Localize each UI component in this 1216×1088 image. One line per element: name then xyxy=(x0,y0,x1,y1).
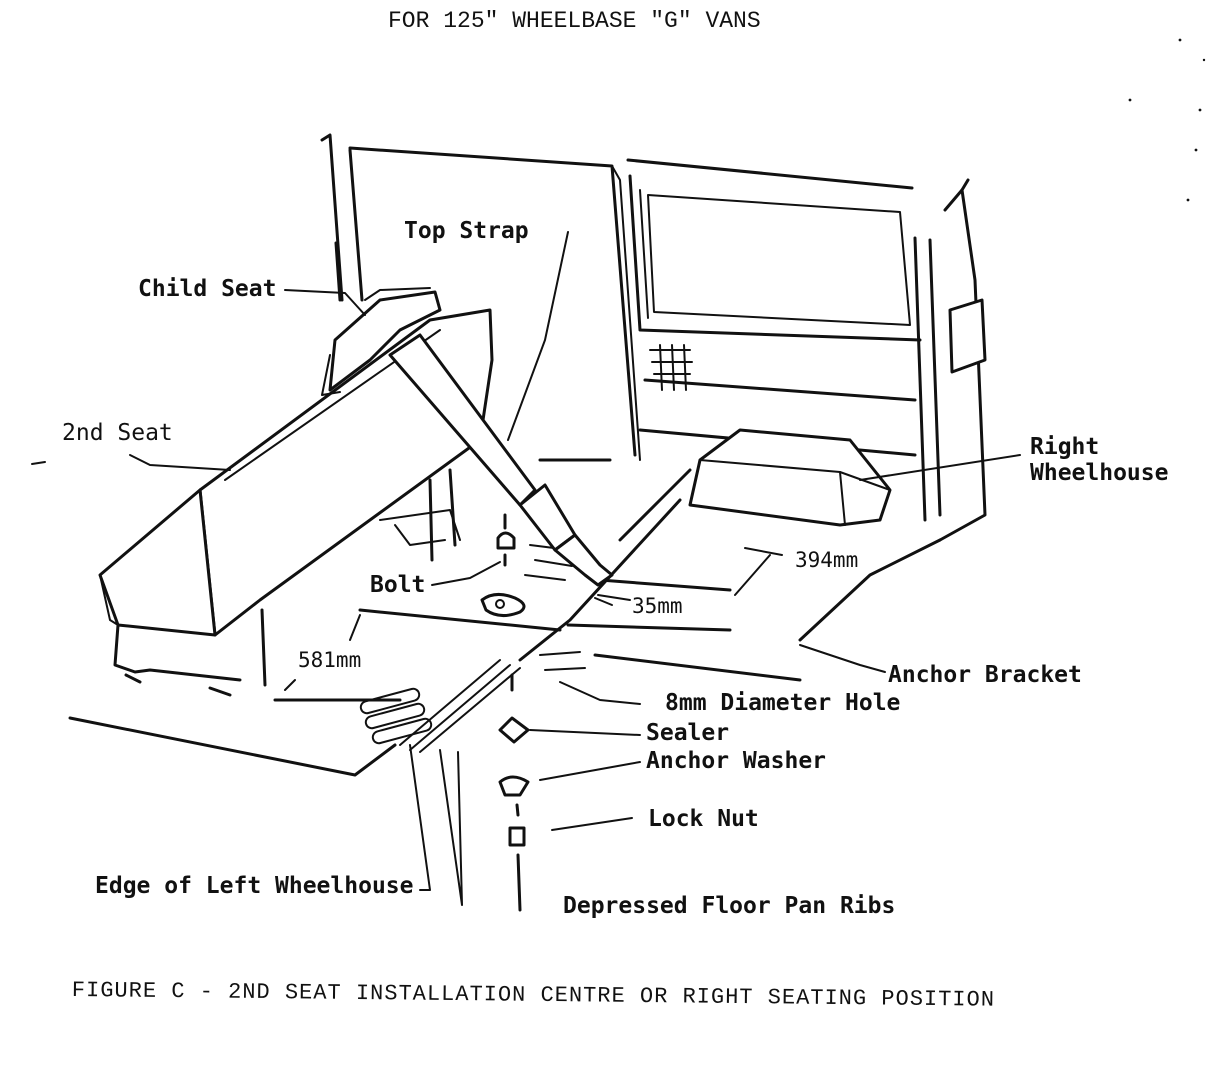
label-dim-35: 35mm xyxy=(632,594,683,618)
second-seat-shape xyxy=(98,308,494,697)
right-wheelhouse-shape xyxy=(688,428,892,527)
label-right-wheelhouse: Right Wheelhouse xyxy=(1030,434,1169,487)
child-seat-shape xyxy=(321,287,442,396)
van-floor xyxy=(68,458,942,777)
top-strap-shape xyxy=(388,231,614,587)
van-right-pillar xyxy=(913,178,987,542)
label-child-seat: Child Seat xyxy=(138,276,277,302)
label-anchor-bracket: Anchor Bracket xyxy=(888,662,1082,688)
label-dim-581: 581mm xyxy=(298,648,362,672)
van-left-pillar xyxy=(320,133,364,302)
label-anchor-washer: Anchor Washer xyxy=(646,748,827,774)
label-second-seat: 2nd Seat xyxy=(62,420,173,446)
van-side-window xyxy=(626,158,922,457)
label-dim-394: 394mm xyxy=(795,548,859,572)
floor-pan-ribs xyxy=(359,544,586,753)
label-floor-ribs: Depressed Floor Pan Ribs xyxy=(563,893,896,919)
page-title: FOR 125" WHEELBASE "G" VANS xyxy=(388,8,761,34)
label-hole: 8mm Diameter Hole xyxy=(665,690,901,716)
label-top-strap: Top Strap xyxy=(404,218,529,244)
label-bolt: Bolt xyxy=(370,572,426,598)
anchor-hardware xyxy=(480,513,530,912)
scan-specks xyxy=(31,38,1206,465)
label-sealer: Sealer xyxy=(646,720,730,746)
leader-lines xyxy=(129,289,1021,906)
label-lock-nut: Lock Nut xyxy=(648,806,759,832)
van-rear-panel xyxy=(348,146,641,461)
label-left-wheelhouse: Edge of Left Wheelhouse xyxy=(95,873,414,899)
